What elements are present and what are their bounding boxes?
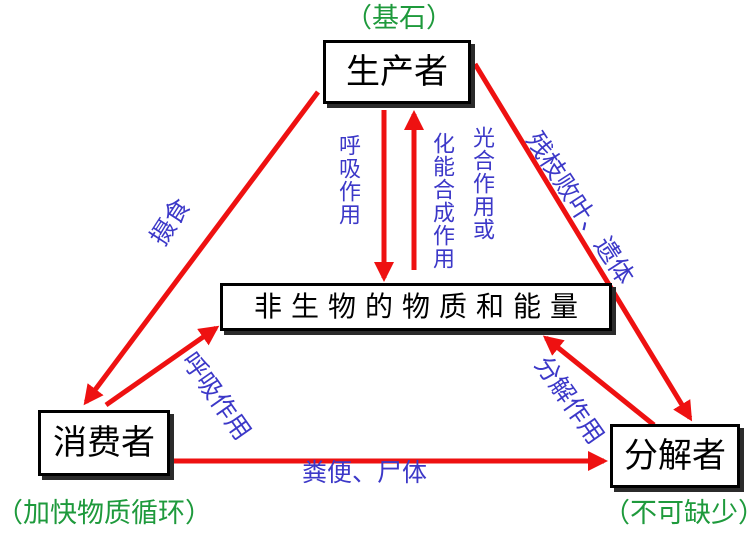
node-producer: 生产者 xyxy=(323,40,471,104)
arrow-decomposer-to-abiotic xyxy=(542,335,656,427)
node-consumer: 消费者 xyxy=(38,410,170,476)
note-decomposer: （不可缺少） xyxy=(603,498,749,529)
arrow-producer-to-decomposer xyxy=(472,62,693,422)
node-abiotic-label: 非生物的物质和能量 xyxy=(253,290,587,323)
node-decomposer-label: 分解者 xyxy=(624,436,726,476)
arrow-producer-to-consumer xyxy=(83,90,321,406)
node-producer-label: 生产者 xyxy=(346,52,448,92)
edge-label-respiration-producer: 呼吸作用 xyxy=(335,134,360,226)
arrow-consumer-to-abiotic xyxy=(104,325,220,408)
node-abiotic: 非生物的物质和能量 xyxy=(220,283,612,331)
note-consumer: （加快物质循环） xyxy=(0,498,212,529)
edge-label-photosynthesis: 光合作用或 xyxy=(469,126,494,241)
node-decomposer: 分解者 xyxy=(610,424,740,488)
edge-label-excreta: 粪便、尸体 xyxy=(302,458,428,487)
edge-label-chemosynthesis: 化能合成作用 xyxy=(429,132,454,270)
note-producer: （基石） xyxy=(345,3,453,34)
node-consumer-label: 消费者 xyxy=(53,423,155,463)
